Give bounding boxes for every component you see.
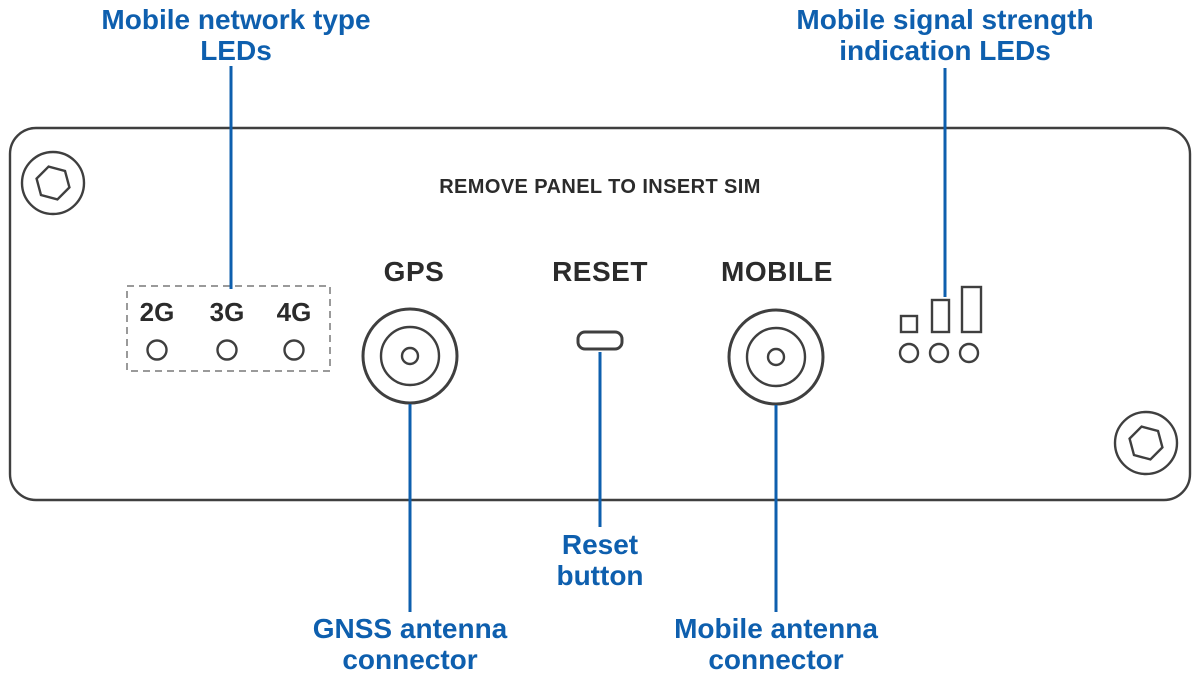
signal-led-3-icon xyxy=(958,342,980,364)
network-leds-callout-line1: Mobile network type xyxy=(101,4,371,35)
network-leds-callout-line2: LEDs xyxy=(200,35,272,66)
network-type-2g-label: 2G xyxy=(139,297,175,327)
gnss-callout: GNSS antenna connector xyxy=(313,613,507,674)
reset-button-hole xyxy=(576,330,624,351)
network-type-3g-label: 3G xyxy=(209,297,245,327)
hex-screw-top-left-icon xyxy=(20,150,86,216)
reset-callout-line2: button xyxy=(556,560,644,591)
gps-label: GPS xyxy=(383,256,445,287)
network-leds-callout: Mobile network type LEDs xyxy=(101,4,370,66)
gnss-callout-line2: connector xyxy=(342,644,478,674)
reset-callout-line1: Reset xyxy=(561,529,639,560)
network-leds-dashed-box xyxy=(126,285,331,372)
signal-leds-callout: Mobile signal strength indication LEDs xyxy=(796,4,1093,66)
signal-led-1-icon xyxy=(898,342,920,364)
signal-leds-callout-line2: indication LEDs xyxy=(839,35,1051,66)
panel-title: REMOVE PANEL TO INSERT SIM xyxy=(439,176,761,198)
mobile-antenna-callout-line2: connector xyxy=(708,644,844,674)
led-4g-icon xyxy=(283,339,305,361)
hex-screw-bottom-right-icon xyxy=(1113,410,1179,476)
mobile-antenna-connector xyxy=(727,308,825,406)
mobile-label: MOBILE xyxy=(721,256,833,287)
led-3g-icon xyxy=(216,339,238,361)
mobile-antenna-callout-line1: Mobile antenna xyxy=(674,613,878,644)
signal-led-2-icon xyxy=(928,342,950,364)
network-type-4g-label: 4G xyxy=(276,297,312,327)
reset-callout: Reset button xyxy=(556,529,643,591)
signal-strength-bars-icon xyxy=(899,285,983,334)
led-2g-icon xyxy=(146,339,168,361)
gnss-callout-line1: GNSS antenna xyxy=(312,613,508,644)
mobile-antenna-callout: Mobile antenna connector xyxy=(674,613,878,674)
signal-leds-callout-line1: Mobile signal strength xyxy=(796,4,1094,35)
gnss-antenna-connector xyxy=(361,307,459,405)
reset-label: RESET xyxy=(552,256,648,287)
